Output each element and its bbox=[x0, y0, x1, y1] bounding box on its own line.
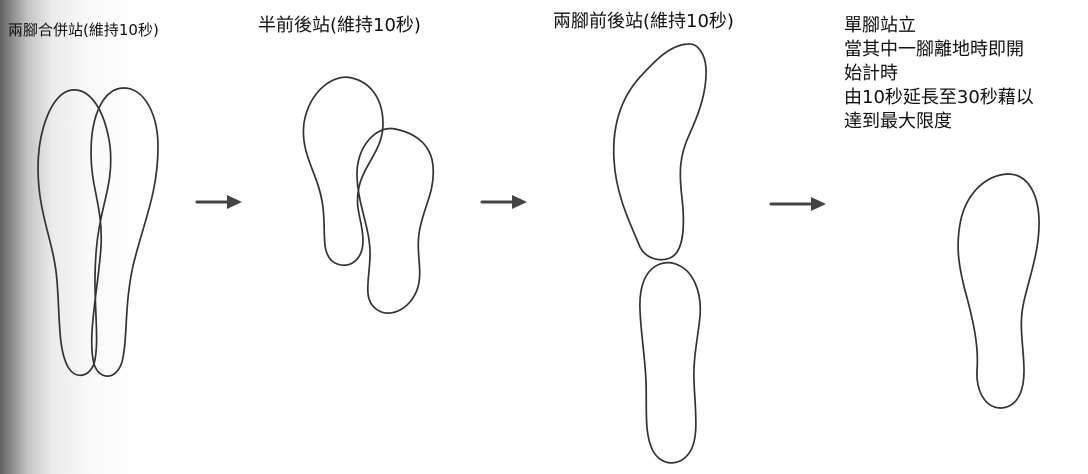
standing-foot-outline bbox=[958, 174, 1039, 408]
tandem-stance-figure bbox=[614, 44, 706, 463]
front-foot-outline bbox=[303, 77, 383, 265]
right-foot-outline bbox=[91, 88, 158, 376]
rear-foot-outline bbox=[640, 263, 700, 463]
rear-foot-outline bbox=[357, 129, 433, 314]
right-arrow-icon bbox=[771, 197, 826, 211]
front-foot-outline bbox=[614, 44, 706, 260]
single-leg-stance-figure bbox=[958, 174, 1039, 408]
left-foot-outline bbox=[38, 90, 111, 375]
right-arrow-icon bbox=[482, 195, 527, 209]
right-arrow-icon bbox=[197, 195, 242, 209]
feet-together-stance-figure bbox=[38, 88, 158, 376]
semi-tandem-stance-figure bbox=[303, 77, 433, 313]
